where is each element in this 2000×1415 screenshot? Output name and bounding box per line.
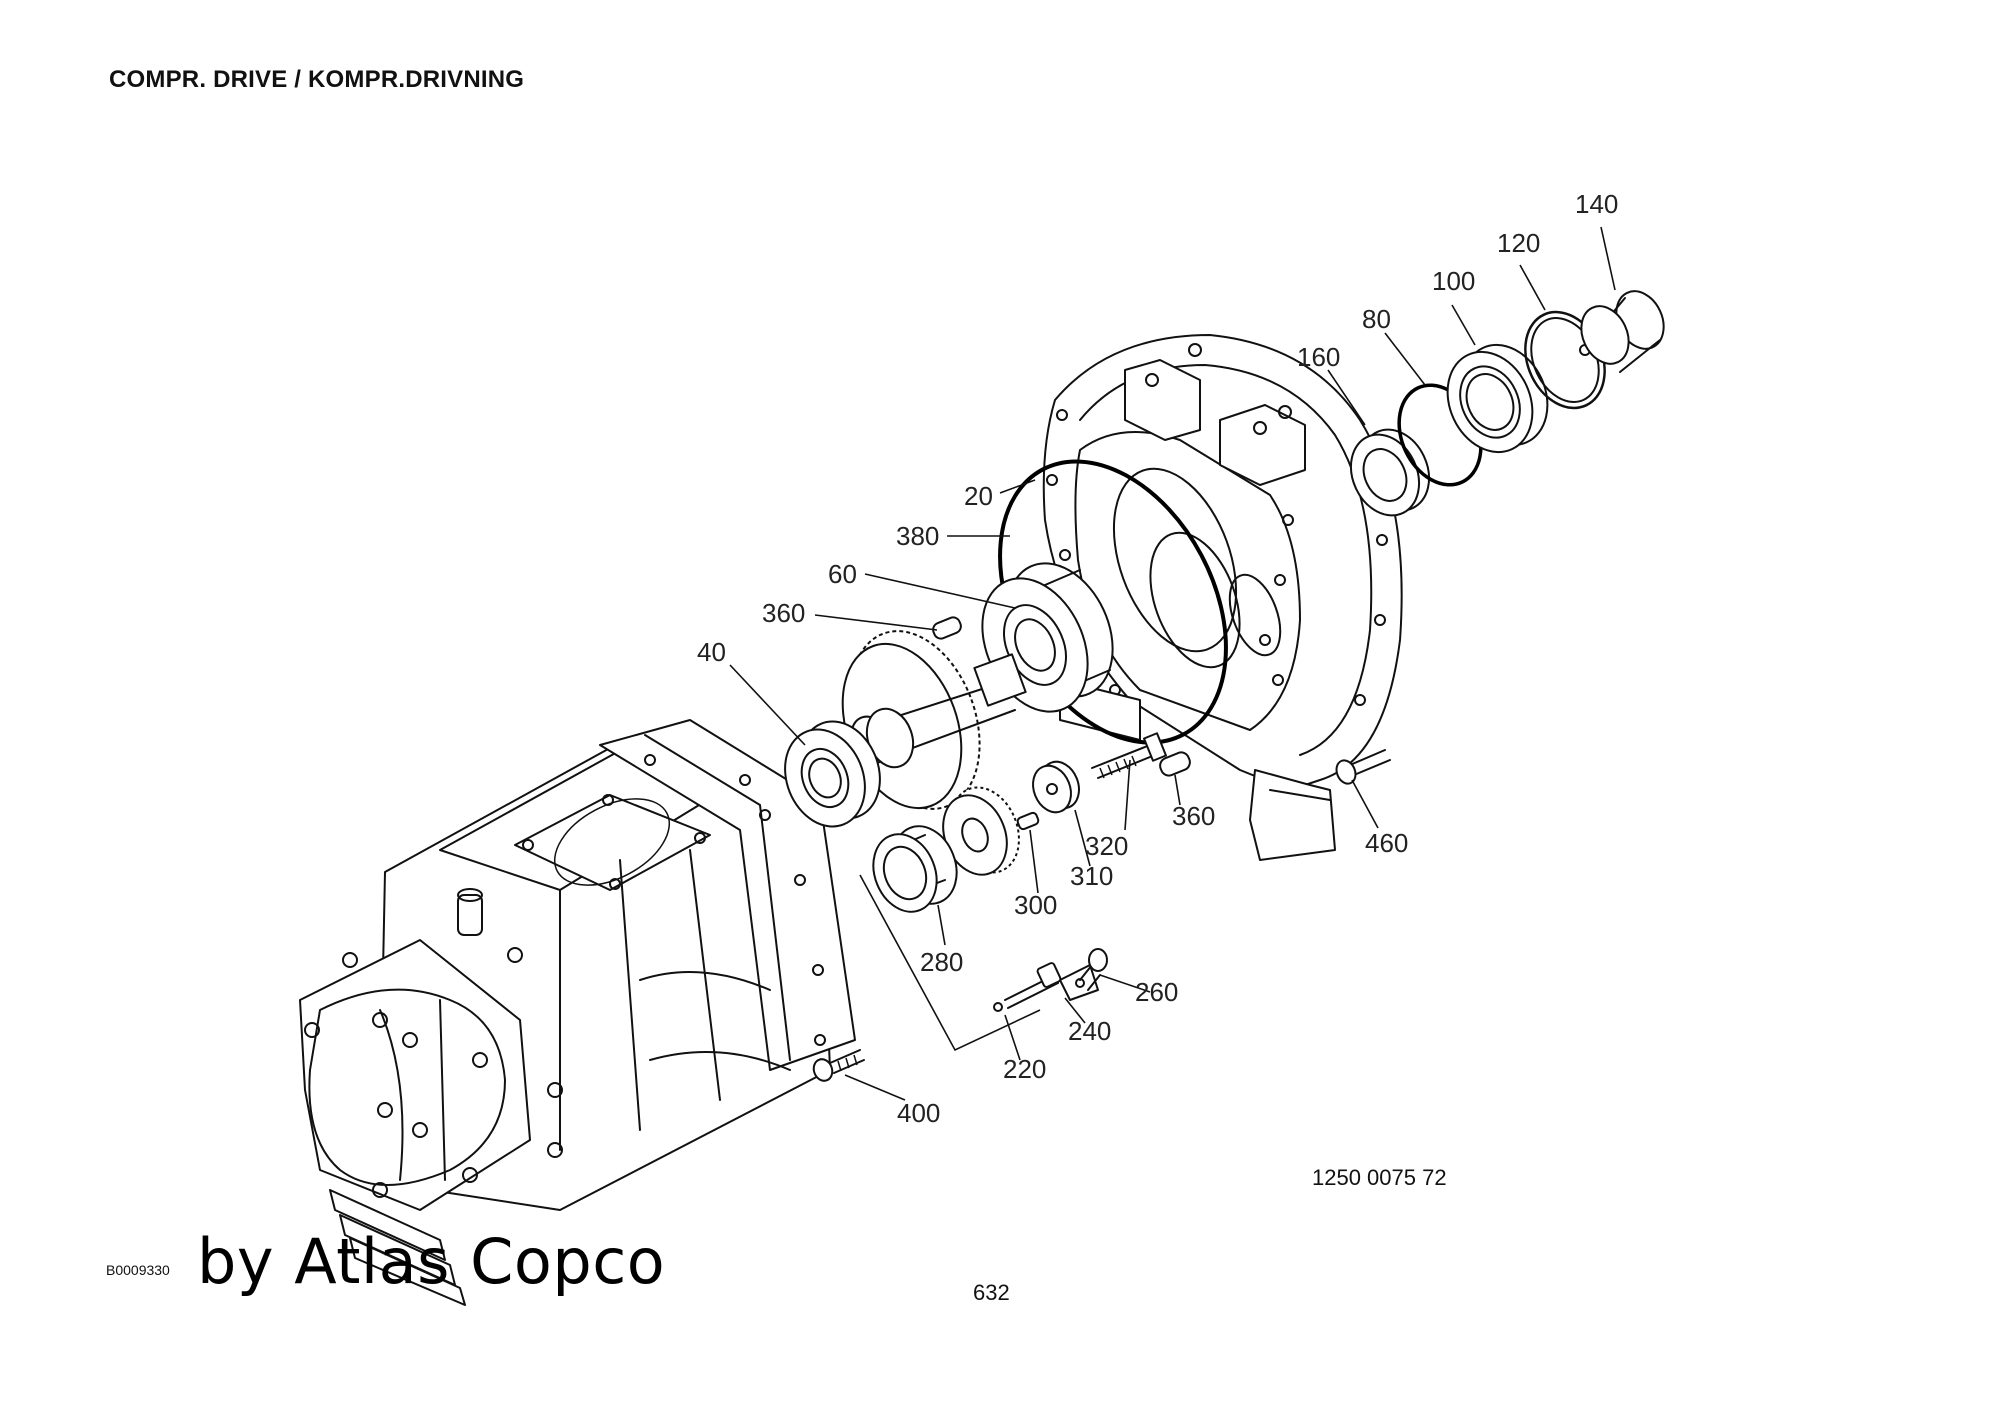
washer-310	[1032, 760, 1080, 814]
callout-160: 160	[1297, 342, 1340, 372]
callout-260: 260	[1135, 977, 1178, 1007]
brand-watermark: by Atlas Copco	[197, 1225, 666, 1298]
callout-100: 100	[1432, 266, 1475, 296]
sleeve-140	[1580, 290, 1665, 373]
callout-220: 220	[1003, 1054, 1046, 1084]
pinion-gear	[942, 786, 1020, 876]
page-number: 632	[973, 1280, 1010, 1305]
seal-housing-100	[1446, 343, 1549, 454]
pin-360-upper	[932, 616, 962, 640]
screw-400	[812, 1049, 865, 1082]
callout-310: 310	[1070, 861, 1113, 891]
callout-labels: 140 120 100 80 160 20 380 60 360 40 320 …	[697, 189, 1618, 1128]
bolt-260	[1079, 948, 1108, 991]
callout-20: 20	[964, 481, 993, 511]
key-300	[1016, 811, 1040, 831]
callout-380: 380	[896, 521, 939, 551]
compressor-element	[299, 719, 856, 1306]
pin-360-lower	[1159, 751, 1191, 777]
screw-460	[1335, 749, 1391, 785]
bracket-240	[1059, 964, 1099, 1001]
callout-360-lower: 360	[1172, 801, 1215, 831]
callout-320: 320	[1085, 831, 1128, 861]
image-id: B0009330	[106, 1262, 170, 1278]
callout-120: 120	[1497, 228, 1540, 258]
leader-lines	[729, 226, 1616, 1101]
callout-300: 300	[1014, 890, 1057, 920]
oil-pipe-220	[993, 962, 1062, 1012]
callout-240: 240	[1068, 1016, 1111, 1046]
sleeve-280	[872, 825, 958, 913]
callout-460: 460	[1365, 828, 1408, 858]
page-title: COMPR. DRIVE / KOMPR.DRIVNING	[109, 66, 525, 93]
callout-140: 140	[1575, 189, 1618, 219]
bearing-40	[784, 720, 881, 828]
seal-160	[1349, 428, 1431, 517]
drawing-number: 1250 0075 72	[1312, 1165, 1447, 1190]
callout-360-upper: 360	[762, 598, 805, 628]
stud-320	[1091, 732, 1167, 779]
callout-280: 280	[920, 947, 963, 977]
callout-60: 60	[828, 559, 857, 589]
callout-400: 400	[897, 1098, 940, 1128]
callout-40: 40	[697, 637, 726, 667]
callout-80: 80	[1362, 304, 1391, 334]
